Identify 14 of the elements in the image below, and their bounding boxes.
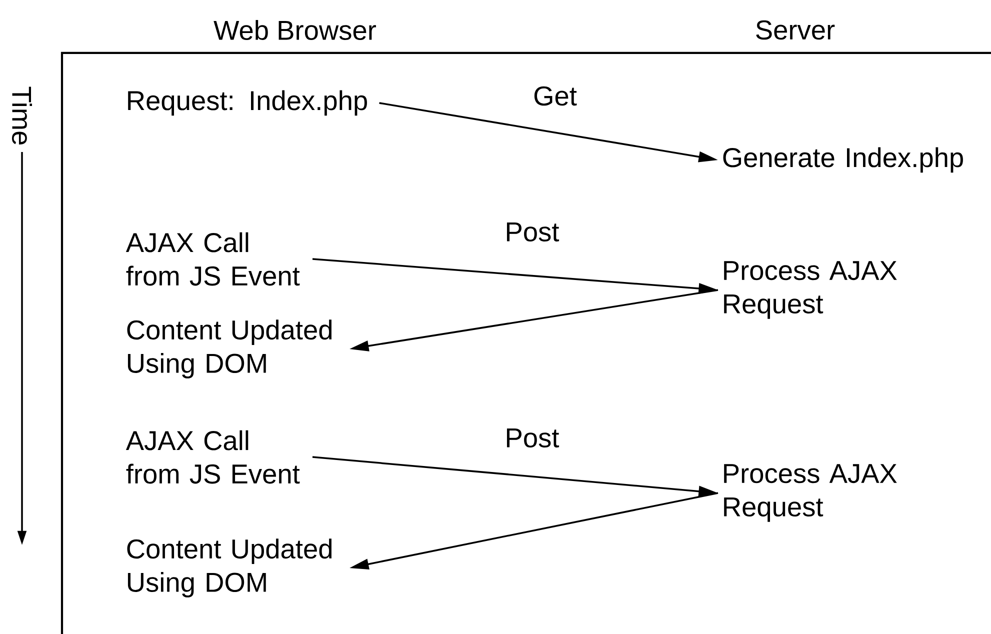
step-text: Request: Index.php [128, 90, 367, 116]
edge-label: Post [503, 220, 561, 244]
step-text: AJAX Call from JS Event [126, 232, 300, 286]
step-text: Process AJAX Request [724, 464, 897, 522]
column-heading: Server [756, 20, 835, 40]
step-text: Generate Index.php [723, 147, 963, 173]
column-heading: Web Browser [214, 20, 376, 40]
edge-label: Post [503, 426, 561, 450]
step-text: Content Updated Using DOM [127, 320, 332, 378]
step-text: Content Updated Using DOM [127, 538, 332, 598]
edge-label: Get [531, 84, 579, 108]
step-text: Process AJAX Request [724, 261, 897, 319]
column-heading: Time [12, 86, 32, 145]
step-text: AJAX Call from JS Event [126, 430, 300, 484]
